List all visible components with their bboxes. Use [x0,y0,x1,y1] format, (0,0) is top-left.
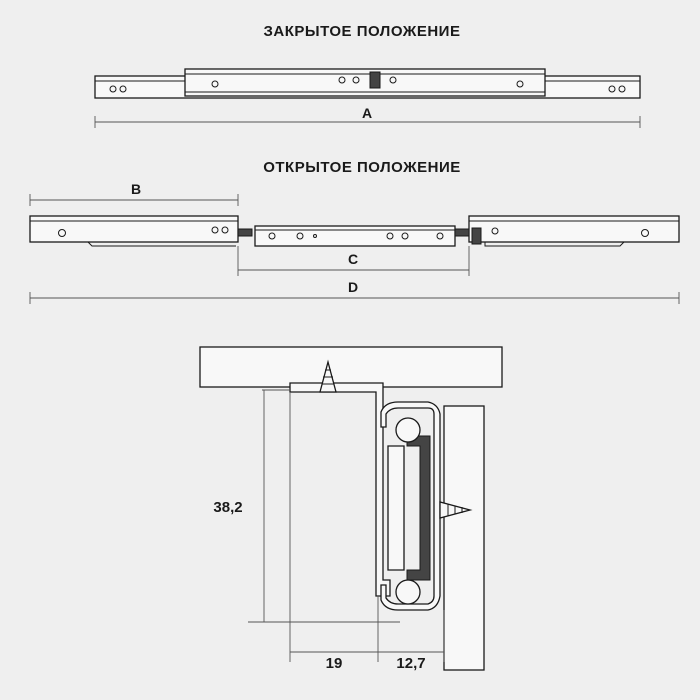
mounting-bracket [289,382,391,597]
dimension-b: B [29,181,239,206]
middle-rail-profile [387,445,405,571]
dimension-a-label: A [362,105,372,121]
open-rail-middle-member [254,225,456,247]
drawer-side-board [443,405,485,671]
open-rail-left-member [29,215,239,243]
open-position-title: ОТКРЫТОЕ ПОЛОЖЕНИЕ [263,159,461,176]
open-lock-lever [471,227,482,245]
side-screw [439,501,473,519]
dimension-c: C [237,246,470,276]
cross-section: 38,2 19 12,7 [199,346,503,672]
dimension-a: A [94,105,641,128]
open-right-connector [454,228,470,237]
dimension-c-label: C [348,251,358,267]
outer-rail-profile [380,401,441,611]
open-left-connector [237,228,253,237]
closed-rail [94,68,641,99]
closed-position-title: ЗАКРЫТОЕ ПОЛОЖЕНИЕ [264,23,461,40]
dimension-d: D [29,279,680,304]
dimension-width-2-label: 12,7 [396,655,425,672]
ball-bearing-top [395,417,421,443]
top-screw [319,359,337,393]
inner-rail-profile [406,435,431,581]
cabinet-top-board [199,346,503,388]
dimension-width-1-label: 19 [326,655,343,672]
open-rail-right-member [468,215,680,243]
dimension-d-label: D [348,279,358,295]
open-rail [29,215,680,247]
ball-bearing-bottom [395,579,421,605]
dimension-b-label: B [131,181,141,197]
closed-lock-lever [369,71,381,89]
dimension-height-label: 38,2 [213,499,242,516]
